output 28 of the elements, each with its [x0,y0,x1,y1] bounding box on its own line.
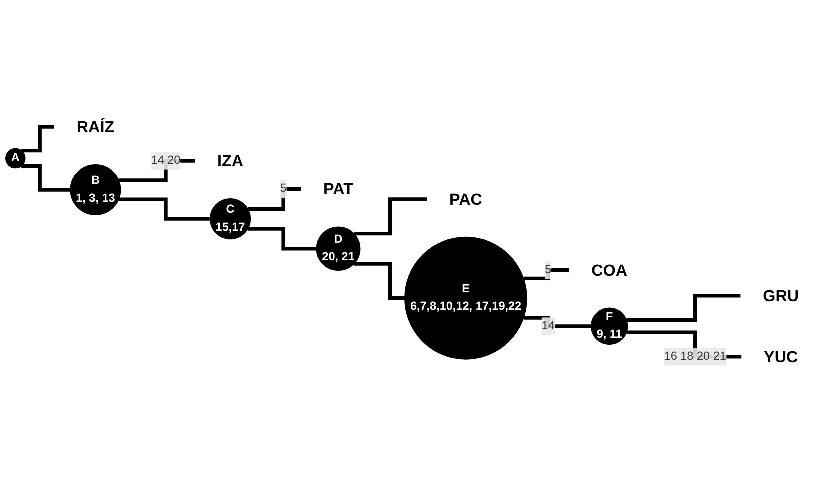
connector [248,187,304,211]
node-circle: C 15,17 [210,198,252,240]
node-circle: F 9, 11 [590,308,628,346]
node-circle: B 1, 3, 13 [70,164,122,216]
node-text: PAT [324,180,354,198]
connector [22,125,57,153]
node-text: PAC [450,190,482,209]
edge-label: 16 18 20 21 [664,350,726,363]
node-text: YUC [764,348,798,366]
connector [354,198,430,236]
edge-label: 5 [280,182,287,196]
node-text: IZA [217,152,244,170]
connector [248,227,318,251]
node-circle: A [6,148,26,169]
connector [626,294,743,322]
edge-label: 5 [545,264,552,276]
edge-label: 14 20 [151,154,181,167]
connector [22,164,72,192]
connector [524,268,572,281]
node-text: COA [592,261,628,280]
edge-label: 14 [542,320,555,332]
connector [354,262,407,300]
connector [118,198,212,221]
node-text: GRU [763,286,800,306]
node-circle: E 6,7,8,10,12, 17,19,22 [404,236,528,360]
connector [524,316,594,328]
node-circle: D 20, 21 [316,226,361,272]
node-text: RAÍZ [76,118,115,136]
